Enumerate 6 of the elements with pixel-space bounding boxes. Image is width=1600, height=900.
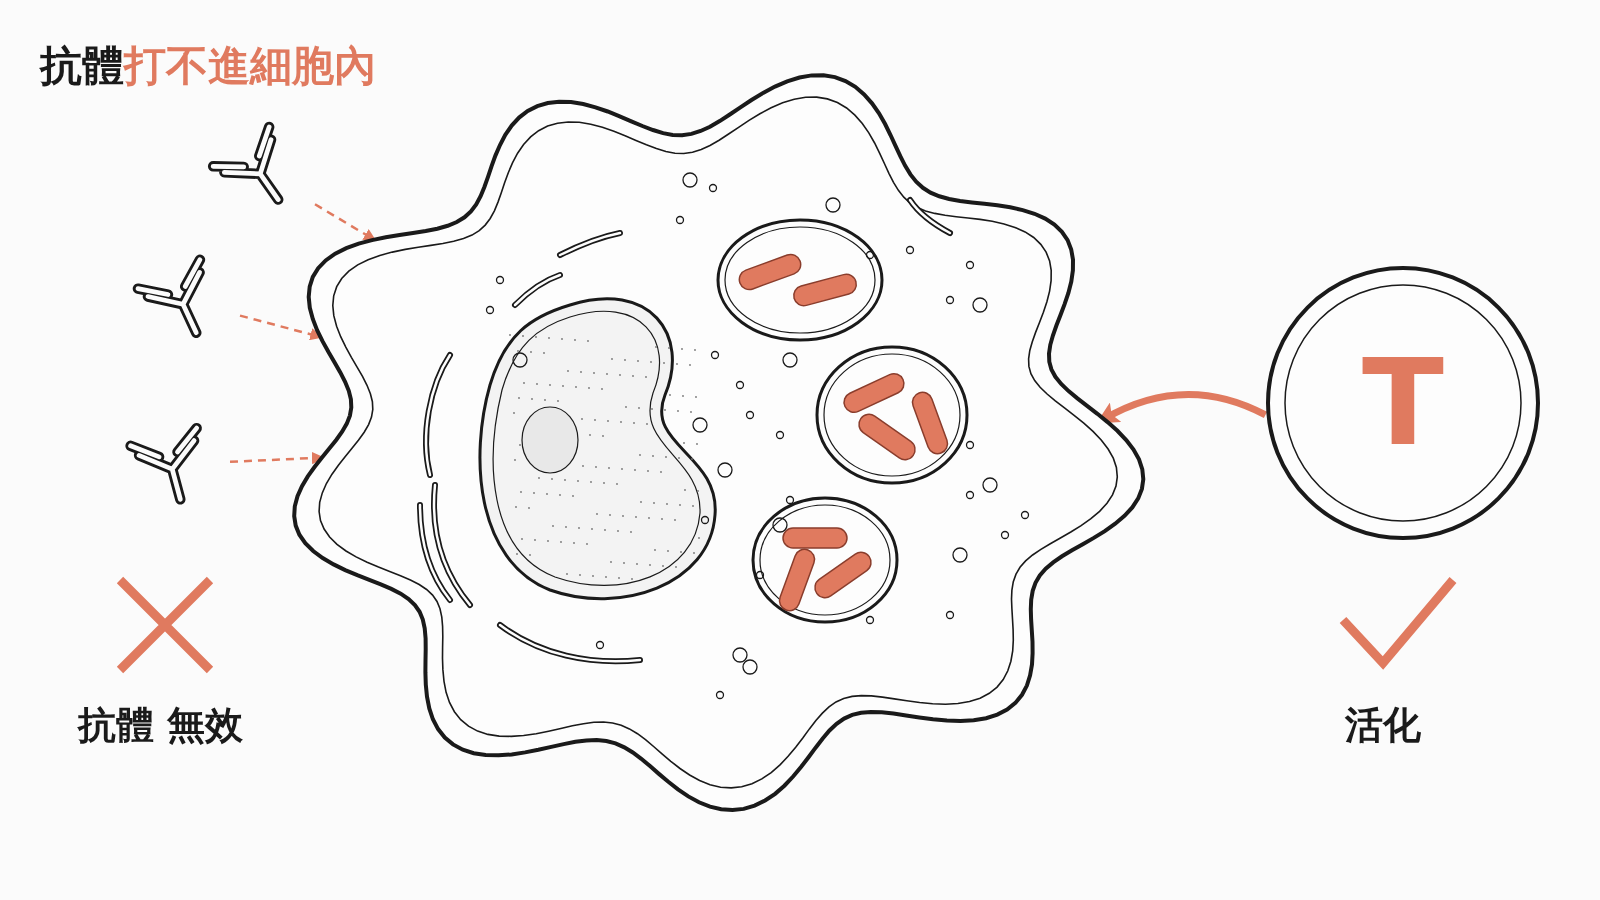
- arrow: [314, 203, 377, 241]
- caption-label: 抗體 無效: [78, 702, 244, 749]
- caption-label: 活化: [1345, 702, 1421, 749]
- cell-letter: T: [1362, 343, 1444, 463]
- title: 抗體打不進細胞內: [40, 40, 376, 92]
- t-cell-circle: [1265, 265, 1541, 541]
